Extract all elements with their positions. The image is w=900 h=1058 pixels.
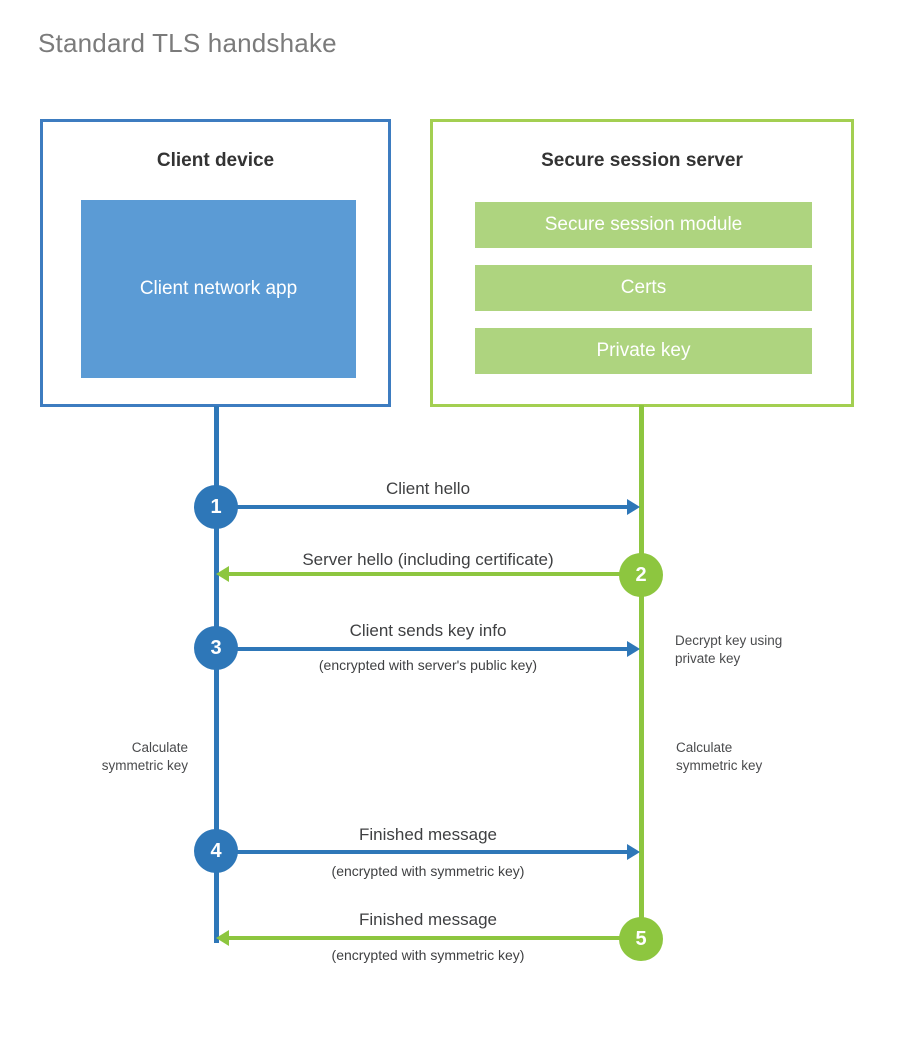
step-4-sublabel: (encrypted with symmetric key) — [331, 863, 525, 879]
arrow-head-left-icon — [216, 930, 229, 946]
server-block-private-key: Private key — [475, 328, 812, 374]
client-calculate-symmetric-key-note: Calculate symmetric key — [101, 740, 188, 773]
client-network-app-block: Client network app — [81, 200, 356, 378]
step-2-arrow — [216, 566, 640, 582]
step-3-circle: 3 — [194, 626, 238, 670]
server-block-secure-session-module: Secure session module — [475, 202, 812, 248]
decrypt-key-note: Decrypt key using private key — [675, 633, 783, 666]
step-5-arrow — [216, 930, 640, 946]
arrow-head-right-icon — [627, 641, 640, 657]
step-3-arrow — [216, 641, 640, 657]
step-1-circle: 1 — [194, 485, 238, 529]
step-1-label: Client hello — [385, 479, 471, 498]
step-4-arrow — [216, 844, 640, 860]
arrow-head-left-icon — [216, 566, 229, 582]
secure-session-server-title: Secure session server — [541, 150, 743, 171]
client-lifeline — [214, 406, 219, 943]
step-5-sublabel: (encrypted with symmetric key) — [331, 947, 525, 963]
step-4-label: Finished message — [359, 825, 497, 844]
client-device-box: Client device Client network app — [40, 119, 391, 407]
step-5-label: Finished message — [359, 910, 497, 929]
client-device-title: Client device — [156, 150, 275, 171]
step-2-label: Server hello (including certificate) — [302, 550, 554, 569]
step-4-circle: 4 — [194, 829, 238, 873]
step-3-sublabel: (encrypted with server's public key) — [318, 657, 538, 673]
server-lifeline — [639, 405, 644, 939]
server-calculate-symmetric-key-note: Calculate symmetric key — [676, 740, 763, 773]
secure-session-server-box: Secure session server Secure session mod… — [430, 119, 854, 407]
step-1-arrow — [216, 499, 640, 515]
arrow-head-right-icon — [627, 499, 640, 515]
page-title: Standard TLS handshake — [38, 28, 337, 58]
server-block-certs: Certs — [475, 265, 812, 311]
arrow-head-right-icon — [627, 844, 640, 860]
step-3-label: Client sends key info — [349, 621, 507, 640]
step-5-circle: 5 — [619, 917, 663, 961]
step-2-circle: 2 — [619, 553, 663, 597]
